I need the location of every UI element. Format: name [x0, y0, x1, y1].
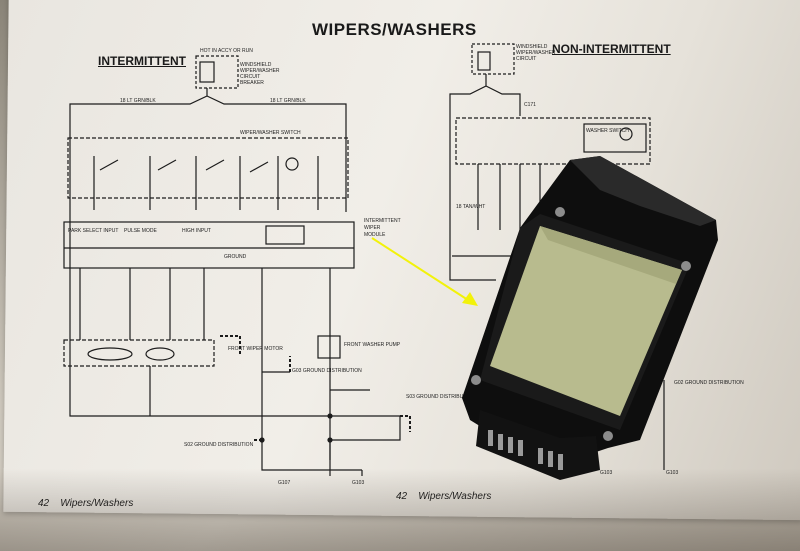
- section-title-intermittent: INTERMITTENT: [98, 54, 186, 68]
- page-title: WIPERS/WASHERS: [312, 20, 477, 39]
- diagram-labels: HOT IN ACCY OR RUN WINDSHIELD WIPER/WASH…: [68, 44, 744, 486]
- intermittent-diagram: [63, 55, 411, 476]
- svg-text:PULSE MODE: PULSE MODE: [124, 228, 157, 234]
- svg-text:C171: C171: [524, 102, 536, 108]
- svg-text:S03 GROUND DISTRIBUTION: S03 GROUND DISTRIBUTION: [406, 394, 476, 400]
- footer-left: 42 Wipers/Washers: [38, 498, 133, 509]
- yellow-arrow: [371, 237, 478, 306]
- svg-text:MODULE: MODULE: [364, 232, 386, 238]
- svg-text:HOT IN ACCY OR RUN: HOT IN ACCY OR RUN: [200, 48, 253, 54]
- svg-text:18 TAN/WHT: 18 TAN/WHT: [456, 204, 485, 210]
- svg-text:WASHER SWITCH: WASHER SWITCH: [586, 128, 629, 134]
- svg-text:18 LT GRN/BLK: 18 LT GRN/BLK: [270, 98, 306, 104]
- footer-left-page: 42: [38, 498, 50, 509]
- screw: [471, 375, 481, 385]
- connector-pins: [488, 430, 563, 470]
- svg-text:WIPER/WASHER: WIPER/WASHER: [516, 50, 556, 56]
- footer-right-text: Wipers/Washers: [418, 491, 492, 502]
- svg-text:WINDSHIELD: WINDSHIELD: [240, 62, 272, 68]
- wiper-control-module: [462, 156, 718, 480]
- svg-text:WIPER: WIPER: [364, 225, 381, 231]
- svg-text:WIPER/WASHER: WIPER/WASHER: [240, 68, 280, 74]
- screw: [603, 431, 613, 441]
- svg-text:G103: G103: [666, 470, 678, 476]
- svg-text:G02 GROUND DISTRIBUTION: G02 GROUND DISTRIBUTION: [674, 380, 744, 386]
- svg-text:FRONT WASHER PUMP: FRONT WASHER PUMP: [344, 342, 401, 348]
- svg-text:HIGH INPUT: HIGH INPUT: [182, 228, 211, 234]
- svg-text:FRONT WIPER MOTOR: FRONT WIPER MOTOR: [228, 346, 283, 352]
- svg-text:G03 GROUND DISTRIBUTION: G03 GROUND DISTRIBUTION: [292, 368, 362, 374]
- footer-right: 42 Wipers/Washers: [396, 491, 491, 502]
- svg-text:BREAKER: BREAKER: [240, 80, 264, 86]
- svg-text:WINDSHIELD: WINDSHIELD: [516, 44, 548, 50]
- svg-text:CIRCUIT: CIRCUIT: [240, 74, 260, 80]
- svg-text:PARK SELECT INPUT: PARK SELECT INPUT: [68, 228, 118, 234]
- svg-text:WIPER/WASHER SWITCH: WIPER/WASHER SWITCH: [240, 130, 301, 136]
- svg-text:INTERMITTENT: INTERMITTENT: [364, 218, 401, 224]
- svg-text:GROUND: GROUND: [224, 254, 247, 260]
- svg-text:G103: G103: [600, 470, 612, 476]
- svg-text:G107: G107: [278, 480, 290, 486]
- screw: [681, 261, 691, 271]
- felt-pad: [490, 226, 682, 416]
- svg-text:18 LT GRN/BLK: 18 LT GRN/BLK: [120, 98, 156, 104]
- footer-right-page: 42: [396, 491, 408, 502]
- svg-text:G103: G103: [352, 480, 364, 486]
- footer-left-text: Wipers/Washers: [60, 498, 134, 509]
- section-title-non-intermittent: NON-INTERMITTENT: [552, 42, 671, 56]
- svg-text:CIRCUIT: CIRCUIT: [516, 56, 536, 62]
- svg-text:S02 GROUND DISTRIBUTION: S02 GROUND DISTRIBUTION: [184, 442, 254, 448]
- screw: [555, 207, 565, 217]
